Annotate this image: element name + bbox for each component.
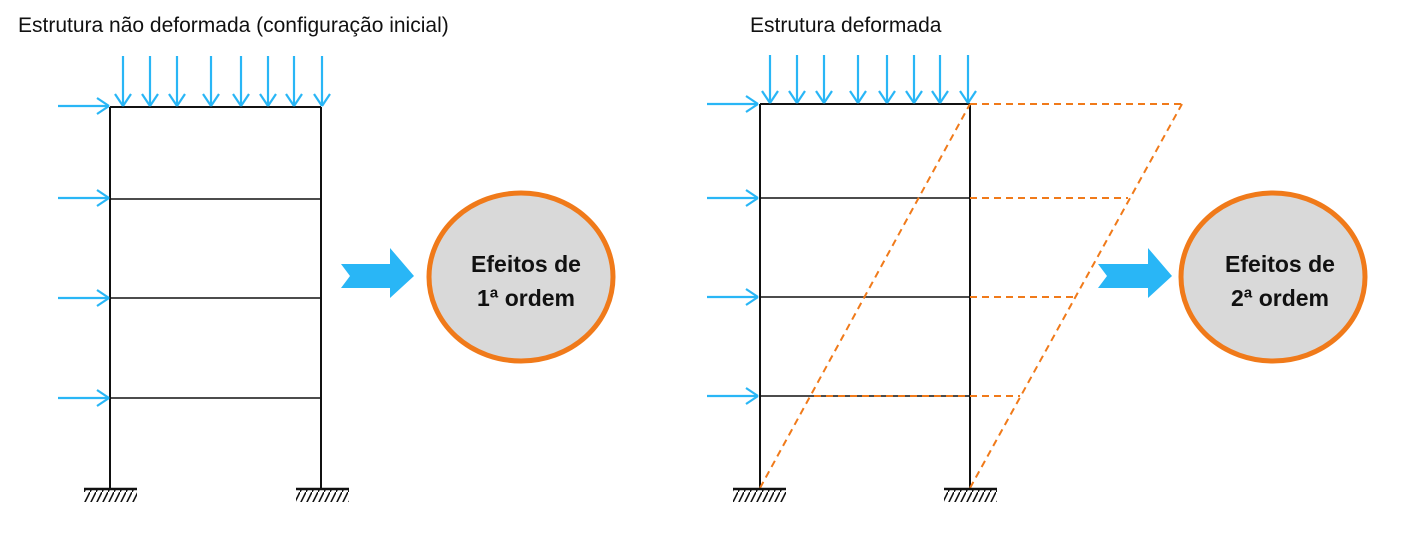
support-hatch-right [296, 490, 349, 502]
vertical-loads [761, 55, 977, 104]
down-arrow-icon [931, 55, 949, 104]
down-arrow-icon [849, 55, 867, 104]
right-arrow-icon [58, 97, 110, 115]
down-arrow-icon [285, 56, 303, 107]
down-arrow-icon [313, 56, 331, 107]
vertical-loads [114, 56, 331, 107]
down-arrow-icon [141, 56, 159, 107]
down-arrow-icon [878, 55, 896, 104]
effect-label-line2: 1ª ordem [477, 285, 575, 311]
horizontal-loads [707, 95, 759, 405]
effect-label-line1: Efeitos de [471, 251, 581, 277]
support-hatch-left [733, 490, 786, 502]
down-arrow-icon [815, 55, 833, 104]
support-hatch-right [944, 490, 997, 502]
down-arrow-icon [905, 55, 923, 104]
down-arrow-icon [788, 55, 806, 104]
horizontal-loads [58, 97, 110, 407]
big-arrow-icon [341, 248, 414, 298]
big-arrow-icon [1098, 248, 1172, 298]
deformed-right-column [969, 103, 1183, 489]
right-arrow-icon [58, 289, 110, 307]
undeformed-frame [109, 106, 322, 488]
right-arrow-icon [707, 387, 759, 405]
deformed-shape [759, 103, 1183, 489]
right-arrow-icon [707, 288, 759, 306]
left-panel-title: Estrutura não deformada (configuração in… [18, 14, 449, 37]
support-hatch-left [84, 490, 137, 502]
effect-label-line1: Efeitos de [1225, 251, 1335, 277]
right-arrow-icon [707, 95, 759, 113]
down-arrow-icon [959, 55, 977, 104]
right-supports [733, 487, 997, 502]
effect-circle-1st-order [426, 190, 616, 364]
left-supports [84, 487, 349, 502]
down-arrow-icon [232, 56, 250, 107]
right-arrow-icon [707, 189, 759, 207]
right-panel-title: Estrutura deformada [750, 14, 942, 37]
effect-circle-2nd-order [1178, 190, 1368, 364]
deformed-left-column [759, 103, 971, 489]
down-arrow-icon [114, 56, 132, 107]
down-arrow-icon [202, 56, 220, 107]
down-arrow-icon [761, 55, 779, 104]
down-arrow-icon [168, 56, 186, 107]
effect-label-line2: 2ª ordem [1231, 285, 1329, 311]
down-arrow-icon [259, 56, 277, 107]
right-arrow-icon [58, 389, 110, 407]
right-arrow-icon [58, 189, 110, 207]
